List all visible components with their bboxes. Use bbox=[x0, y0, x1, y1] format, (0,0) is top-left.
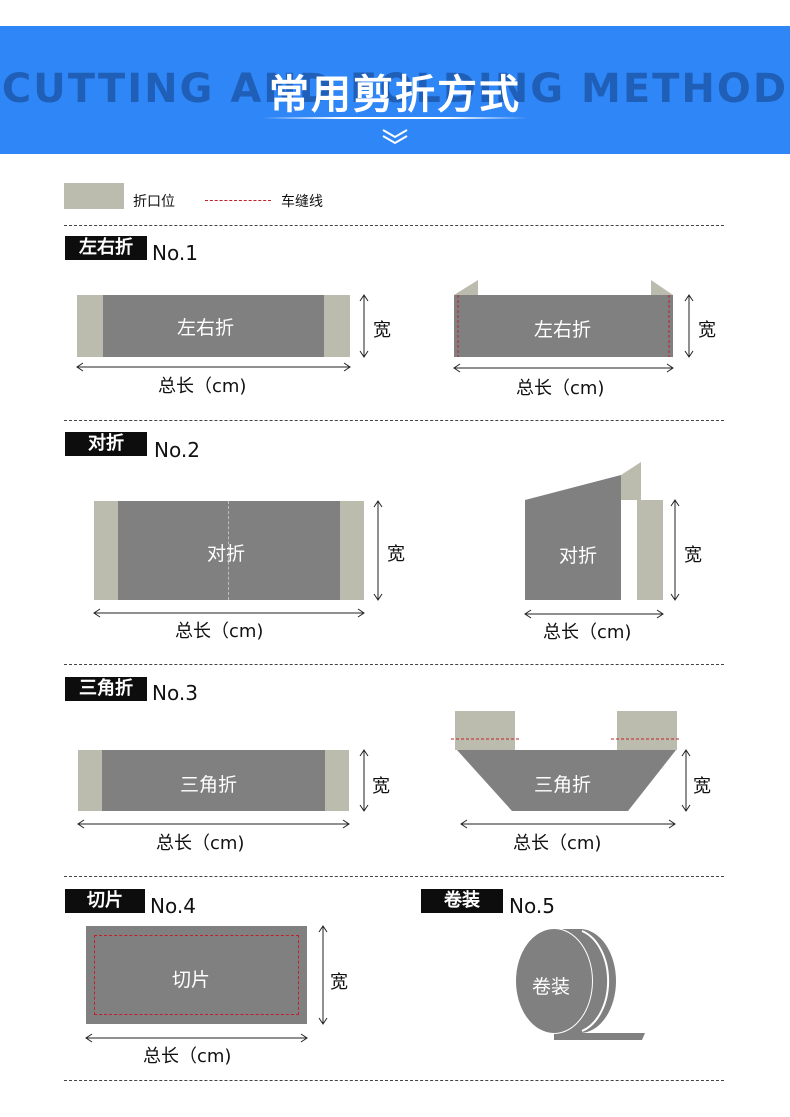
length-arrow bbox=[93, 608, 365, 618]
section-number: No.2 bbox=[154, 438, 200, 462]
length-arrow bbox=[77, 819, 350, 829]
section-divider bbox=[64, 225, 724, 226]
length-label: 总长（cm) bbox=[175, 621, 264, 642]
seam-outline bbox=[94, 935, 299, 1015]
fold-legend-swatch bbox=[64, 183, 124, 209]
fold-type-label: 三角折 bbox=[534, 774, 592, 796]
fold-type-label: 对折 bbox=[559, 545, 598, 567]
fold-type-label: 左右折 bbox=[177, 317, 235, 339]
fold-type-label: 三角折 bbox=[180, 774, 238, 796]
length-label: 总长（cm) bbox=[516, 378, 605, 399]
section-tag: 切片 bbox=[65, 889, 145, 913]
width-arrow bbox=[681, 749, 691, 812]
folded-fabric-diagram bbox=[525, 462, 663, 600]
width-arrow bbox=[373, 500, 383, 601]
section-tag: 三角折 bbox=[65, 677, 147, 701]
section-tag: 左右折 bbox=[65, 236, 147, 260]
fold-margin bbox=[94, 501, 118, 600]
fold-type-label: 卷装 bbox=[532, 976, 571, 998]
fabric-panel bbox=[78, 750, 349, 811]
width-arrow bbox=[670, 499, 680, 601]
chevron-down-icon bbox=[382, 129, 408, 145]
fabric-panel bbox=[77, 295, 350, 357]
width-label: 宽 bbox=[330, 972, 348, 993]
length-arrow bbox=[85, 1033, 308, 1043]
fold-margin bbox=[325, 750, 349, 811]
section-divider bbox=[64, 420, 724, 421]
title-underline bbox=[262, 117, 528, 119]
length-arrow bbox=[460, 819, 676, 829]
width-label: 宽 bbox=[684, 545, 702, 566]
length-arrow bbox=[524, 609, 664, 619]
length-arrow bbox=[76, 362, 351, 372]
fold-legend-label: 折口位 bbox=[133, 194, 175, 210]
length-label: 总长（cm) bbox=[156, 833, 245, 854]
fold-type-label: 左右折 bbox=[534, 319, 592, 341]
section-number: No.4 bbox=[150, 894, 196, 918]
width-label: 宽 bbox=[387, 544, 405, 565]
fold-margin bbox=[78, 750, 102, 811]
seam-legend-label: 车缝线 bbox=[281, 194, 323, 210]
length-arrow bbox=[453, 363, 674, 373]
fold-margin bbox=[77, 295, 103, 357]
fold-type-label: 切片 bbox=[172, 969, 211, 991]
seam-legend-line bbox=[205, 200, 271, 201]
header-banner: CUTTING AND FOLDING METHOD 常用剪折方式 bbox=[0, 26, 790, 154]
width-label: 宽 bbox=[372, 776, 390, 797]
fold-margin bbox=[324, 295, 350, 357]
section-divider bbox=[64, 664, 724, 665]
folded-fabric-diagram bbox=[451, 711, 681, 811]
fabric-panel bbox=[94, 501, 364, 600]
width-label: 宽 bbox=[373, 320, 391, 341]
section-tag: 卷装 bbox=[421, 889, 503, 913]
width-arrow bbox=[684, 294, 694, 358]
section-divider bbox=[64, 1080, 724, 1081]
section-number: No.1 bbox=[152, 241, 198, 265]
width-label: 宽 bbox=[693, 776, 711, 797]
length-label: 总长（cm) bbox=[513, 833, 602, 854]
length-label: 总长（cm) bbox=[158, 376, 247, 397]
page-title: 常用剪折方式 bbox=[269, 72, 521, 118]
fabric-roll-diagram bbox=[515, 928, 645, 1040]
width-arrow bbox=[359, 294, 369, 358]
section-number: No.3 bbox=[152, 681, 198, 705]
fold-type-label: 对折 bbox=[207, 543, 246, 565]
folded-fabric-diagram bbox=[454, 280, 673, 357]
center-fold-line bbox=[228, 501, 229, 600]
section-divider bbox=[64, 876, 724, 877]
fabric-panel bbox=[86, 926, 307, 1024]
width-label: 宽 bbox=[698, 320, 716, 341]
width-arrow bbox=[318, 925, 328, 1025]
section-number: No.5 bbox=[509, 894, 555, 918]
width-arrow bbox=[359, 749, 369, 812]
section-tag: 对折 bbox=[65, 432, 147, 456]
header-background-text: CUTTING AND FOLDING METHOD bbox=[1, 66, 789, 112]
length-label: 总长（cm) bbox=[143, 1046, 232, 1067]
fold-margin bbox=[340, 501, 364, 600]
length-label: 总长（cm) bbox=[543, 622, 632, 643]
